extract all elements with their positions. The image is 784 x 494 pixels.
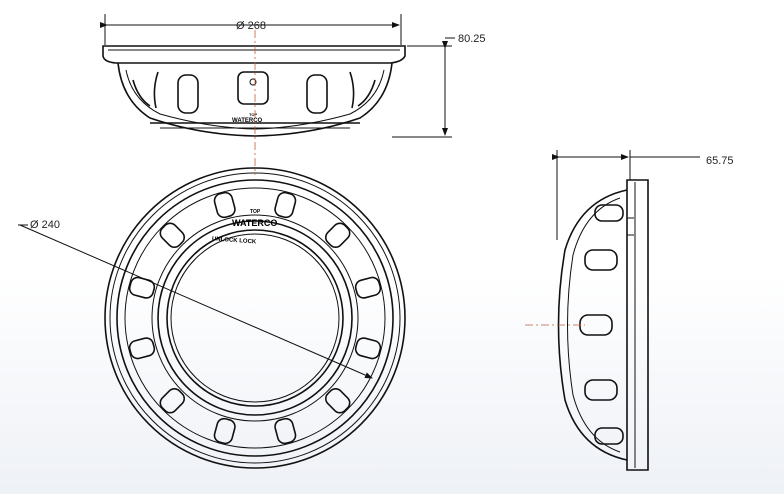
front-clip-tabs <box>128 191 382 445</box>
clip-tabs <box>132 71 376 114</box>
side-view: 65.75 <box>552 150 734 471</box>
clip-tab <box>354 276 382 299</box>
clip-tab <box>159 387 186 414</box>
clip-tab <box>354 337 382 360</box>
clip-tab <box>213 417 236 445</box>
diameter-268-label: Ø 268 <box>236 20 266 32</box>
clip-tab <box>159 222 186 249</box>
front-view: TOP WATERCO UNLOCK LOCK Ø 240 <box>18 167 406 469</box>
height-label: 80.25 <box>458 33 486 45</box>
clip-tab <box>213 191 236 219</box>
clip-tab <box>274 191 297 219</box>
clip-tab <box>274 417 297 445</box>
clip-tab <box>128 276 156 299</box>
depth-label: 65.75 <box>706 155 734 167</box>
diameter-240-label: Ø 240 <box>30 219 60 231</box>
clip-tab <box>128 337 156 360</box>
top-view-brand: WATERCO <box>232 118 263 124</box>
clip-tab <box>324 387 351 414</box>
lock-marking: UNLOCK LOCK <box>212 236 257 245</box>
top-view: Ø 268 TOP WATERCO 80.25 <box>100 14 486 138</box>
diameter-240-leader <box>19 224 373 379</box>
top-view-top-marking: TOP <box>249 112 257 117</box>
front-brand: WATERCO <box>232 218 277 228</box>
front-top-marking: TOP <box>250 209 261 215</box>
clip-tab <box>324 222 351 249</box>
